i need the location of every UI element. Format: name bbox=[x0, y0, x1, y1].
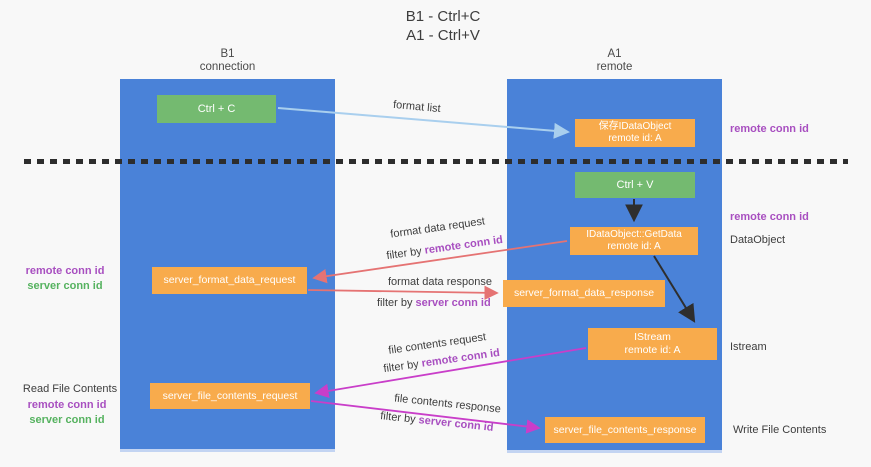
server-conn-id-text: server conn id bbox=[417, 414, 495, 434]
filter-by-text: filter by bbox=[377, 297, 416, 309]
right-column-header: A1 remote bbox=[507, 48, 722, 74]
server-conn-id-label-left-1: server conn id bbox=[27, 280, 103, 292]
right-column-name: A1 bbox=[607, 48, 622, 60]
istream-label: Istream bbox=[730, 341, 767, 353]
left-column-role: connection bbox=[199, 61, 256, 73]
save-idataobject-line2: remote id: A bbox=[608, 133, 662, 144]
server-file-contents-response-box: server_file_contents_response bbox=[545, 417, 705, 443]
filter-by-server-conn-id-label-1: filter by server conn id bbox=[377, 297, 491, 309]
save-idataobject-box: 保存IDataObject remote id: A bbox=[575, 119, 695, 147]
remote-conn-id-label-right-2: remote conn id bbox=[730, 211, 809, 223]
filter-by-text: filter by bbox=[385, 244, 426, 263]
format-data-response-label: format data response bbox=[388, 276, 492, 288]
title-line-2: A1 - Ctrl+V bbox=[406, 27, 480, 44]
left-column-name: B1 bbox=[220, 48, 235, 60]
file-contents-response-label: file contents response bbox=[393, 392, 502, 416]
right-column-role: remote bbox=[596, 61, 633, 73]
filter-by-server-conn-id-label-2: filter by server conn id bbox=[380, 410, 494, 434]
diagram-title: B1 - Ctrl+C A1 - Ctrl+V bbox=[343, 7, 543, 45]
remote-conn-id-label-right-1: remote conn id bbox=[730, 123, 809, 135]
filter-by-text: filter by bbox=[382, 357, 423, 376]
format-list-label: format list bbox=[392, 98, 442, 116]
phase-divider-dashed-line bbox=[24, 159, 848, 164]
filter-by-text: filter by bbox=[379, 410, 420, 427]
server-format-data-response-box: server_format_data_response bbox=[503, 280, 665, 307]
save-idataobject-line1: 保存IDataObject bbox=[598, 121, 672, 132]
ctrl-c-box: Ctrl + C bbox=[157, 95, 276, 123]
title-line-1: B1 - Ctrl+C bbox=[405, 8, 481, 25]
remote-conn-id-text: remote conn id bbox=[423, 233, 504, 257]
server-file-contents-request-box: server_file_contents_request bbox=[150, 383, 310, 409]
server-conn-id-label-left-2: server conn id bbox=[29, 414, 105, 426]
istream-box: IStream remote id: A bbox=[588, 328, 717, 360]
server-format-data-request-box: server_format_data_request bbox=[152, 267, 307, 294]
getdata-line1: IDataObject::GetData bbox=[586, 229, 682, 240]
getdata-line2: remote id: A bbox=[607, 241, 661, 252]
remote-conn-id-label-left-1: remote conn id bbox=[25, 265, 105, 277]
format-data-request-label: format data request bbox=[389, 215, 486, 241]
read-file-contents-label: Read File Contents bbox=[22, 383, 118, 395]
remote-conn-id-label-left-2: remote conn id bbox=[27, 399, 107, 411]
server-conn-id-text: server conn id bbox=[415, 297, 491, 309]
ctrl-v-box: Ctrl + V bbox=[575, 172, 695, 198]
write-file-contents-label: Write File Contents bbox=[733, 424, 827, 436]
istream-line2: remote id: A bbox=[624, 344, 681, 356]
left-column-header: B1 connection bbox=[120, 48, 335, 74]
istream-line1: IStream bbox=[634, 331, 671, 343]
dataobject-label: DataObject bbox=[730, 234, 786, 246]
idataobject-getdata-box: IDataObject::GetData remote id: A bbox=[570, 227, 698, 255]
format-data-response-arrow bbox=[307, 285, 499, 300]
